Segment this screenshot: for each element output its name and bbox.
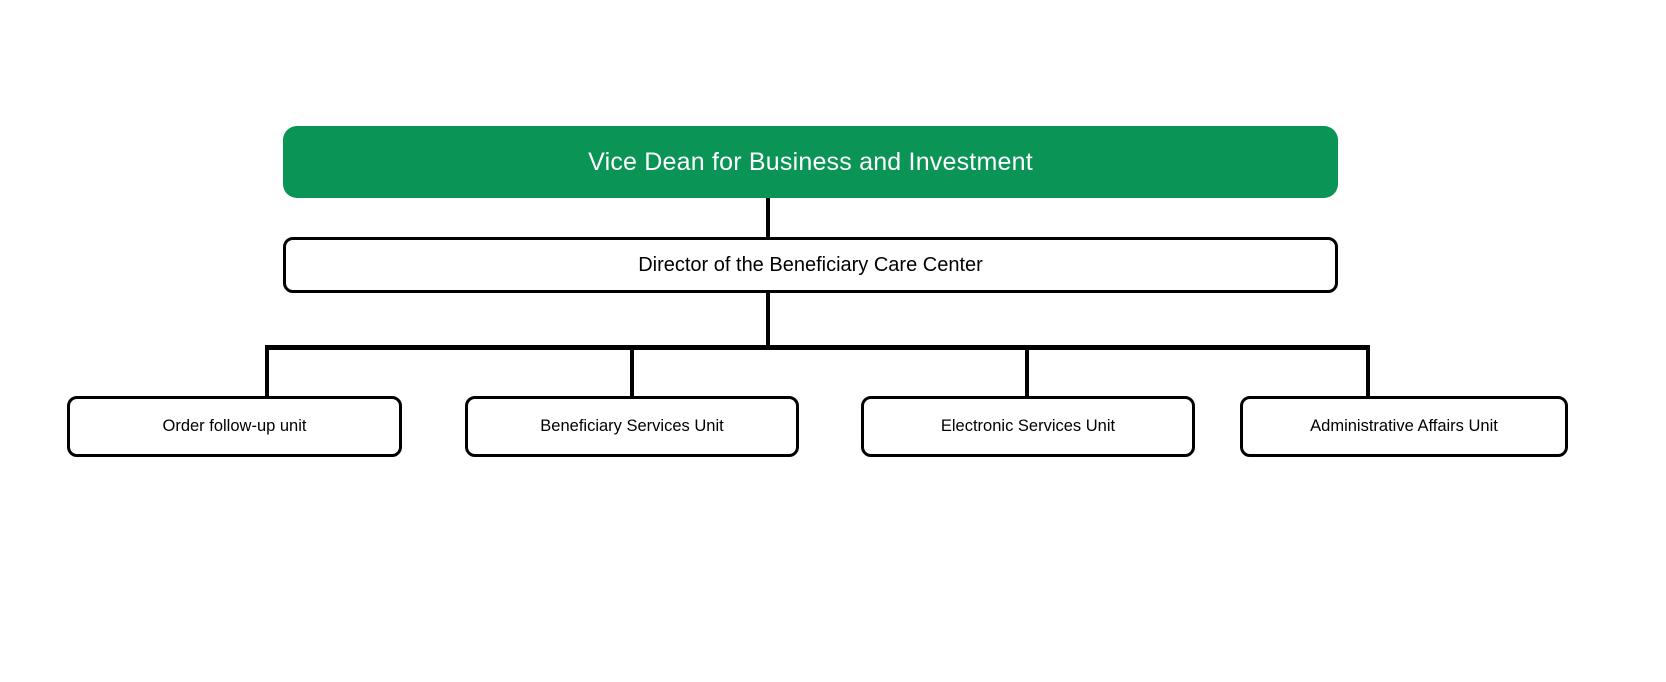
- org-node-director-label: Director of the Beneficiary Care Center: [638, 253, 983, 276]
- connector-stub-order-follow-up: [265, 345, 269, 396]
- org-node-administrative-affairs-unit: Administrative Affairs Unit: [1240, 396, 1568, 457]
- connector-rail: [266, 345, 1370, 350]
- org-node-administrative-affairs-unit-label: Administrative Affairs Unit: [1310, 417, 1498, 435]
- connector-director-to-rail: [766, 293, 770, 347]
- org-node-electronic-services-unit: Electronic Services Unit: [861, 396, 1195, 457]
- org-node-director: Director of the Beneficiary Care Center: [283, 237, 1338, 293]
- org-node-vice-dean-label: Vice Dean for Business and Investment: [588, 147, 1033, 176]
- connector-stub-electronic-services: [1025, 350, 1029, 396]
- org-node-vice-dean: Vice Dean for Business and Investment: [283, 126, 1338, 198]
- connector-stub-administrative-affairs: [1366, 345, 1370, 396]
- org-node-order-follow-up-unit-label: Order follow-up unit: [162, 417, 307, 435]
- org-node-electronic-services-unit-label: Electronic Services Unit: [940, 417, 1116, 435]
- connector-stub-beneficiary-services: [630, 350, 634, 396]
- org-node-beneficiary-services-unit-label: Beneficiary Services Unit: [540, 417, 724, 435]
- org-node-order-follow-up-unit: Order follow-up unit: [67, 396, 402, 457]
- connector-root-to-director: [766, 198, 770, 237]
- org-node-beneficiary-services-unit: Beneficiary Services Unit: [465, 396, 799, 457]
